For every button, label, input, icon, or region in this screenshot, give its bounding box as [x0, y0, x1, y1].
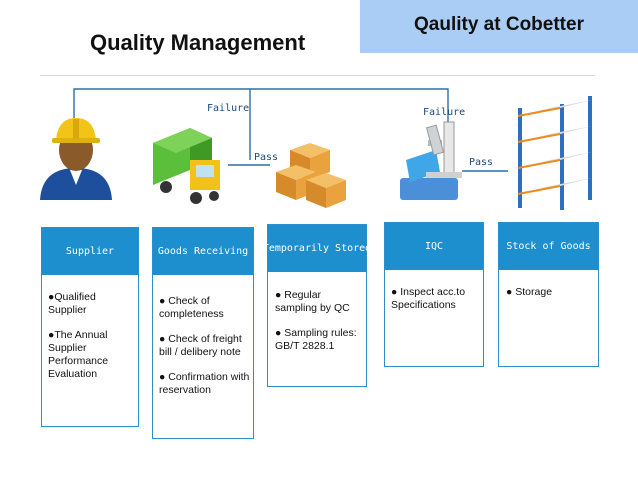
stage-item: ● Confirmation with reservation	[159, 371, 250, 396]
stage-card-stock-of-goods: Stock of Goods ● Storage	[498, 222, 599, 367]
failure-loop-line	[73, 88, 449, 140]
stage-card-goods-receiving: Goods Receiving ● Check of completeness …	[152, 227, 254, 439]
microscope-icon	[400, 121, 462, 200]
stage-title: Temporarily Stored	[263, 225, 371, 272]
boxes-icon	[276, 143, 346, 208]
page-title: Quality Management	[90, 30, 306, 55]
stage-item: ●The Annual Supplier Performance Evaluat…	[48, 329, 109, 380]
stage-body: ● Inspect acc.to Specifications	[391, 286, 481, 324]
pass-label-right: Pass	[469, 157, 494, 168]
stage-title: IQC	[385, 223, 483, 270]
stage-body: ●Qualified Supplier ●The Annual Supplier…	[48, 291, 136, 393]
stage-item: ● Check of freight bill / delibery note	[159, 333, 242, 358]
stage-card-supplier: Supplier ●Qualified Supplier ●The Annual…	[41, 227, 139, 427]
company-title: Qaulity at Cobetter	[414, 14, 584, 35]
stage-title: Goods Receiving	[153, 228, 253, 275]
header-banner	[360, 0, 638, 53]
stage-item: ● Inspect acc.to Specifications	[391, 286, 466, 311]
stage-card-temporarily-stored: Temporarily Stored ● Regular sampling by…	[263, 224, 371, 387]
failure-label-right: Failure	[423, 107, 466, 118]
truck-icon	[153, 128, 220, 204]
stage-item: ● Storage	[506, 286, 553, 298]
worker-icon	[40, 118, 112, 200]
stage-title: Supplier	[42, 228, 138, 275]
shelving-icon	[517, 96, 592, 210]
stage-card-iqc: IQC ● Inspect acc.to Specifications	[384, 222, 484, 367]
stage-body: ● Regular sampling by QC ● Sampling rule…	[275, 289, 363, 365]
divider	[40, 75, 595, 76]
pass-label-left: Pass	[254, 152, 279, 163]
stage-item: ● Check of completeness	[159, 295, 224, 320]
stage-body: ● Storage	[506, 286, 596, 311]
stage-item: ● Regular sampling by QC	[275, 289, 350, 314]
stage-item: ●Qualified Supplier	[48, 291, 96, 316]
failure-label-left: Failure	[207, 103, 250, 114]
stage-body: ● Check of completeness ● Check of freig…	[159, 295, 251, 409]
stage-item: ● Sampling rules: GB/T 2828.1	[275, 327, 357, 352]
stage-title: Stock of Goods	[499, 223, 598, 270]
